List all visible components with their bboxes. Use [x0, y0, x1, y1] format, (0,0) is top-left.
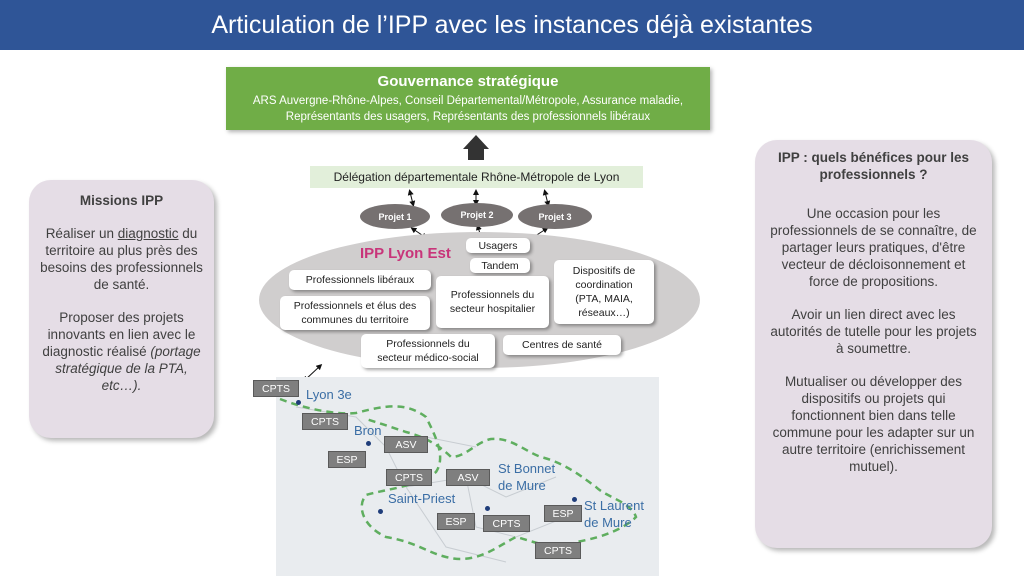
ipp-title: IPP Lyon Est: [360, 245, 451, 262]
benefits-paragraph-2: Avoir un lien direct avec les autorités …: [770, 307, 977, 356]
box-dispositifs-coordination: Dispositifs de coordination (PTA, MAIA, …: [554, 260, 654, 324]
missions-paragraph-1: Réaliser un diagnostic du territoire au …: [39, 225, 204, 293]
box-tandem: Tandem: [470, 258, 530, 273]
benefits-paragraph-1: Une occasion pour les professionnels de …: [770, 206, 977, 289]
tag-esp-st-laurent: ESP: [544, 505, 582, 522]
project-1-ellipse: Projet 1: [360, 204, 430, 229]
project-1-label: Projet 1: [378, 211, 412, 222]
city-saint-priest: Saint-Priest: [388, 491, 456, 506]
missions-p2-text: Proposer des projets innovants en lien a…: [42, 310, 196, 359]
missions-paragraph-2: Proposer des projets innovants en lien a…: [39, 309, 204, 394]
tag-asv-bron: ASV: [384, 436, 428, 453]
tag-asv-saint-priest: ASV: [446, 469, 490, 486]
lyon3-marker: [296, 400, 301, 405]
delegation-label: Délégation départementale Rhône-Métropol…: [333, 170, 620, 184]
delegation-box: Délégation départementale Rhône-Métropol…: [310, 166, 643, 188]
city-st-bonnet: St Bonnet de Mure: [498, 461, 556, 493]
benefits-title: IPP : quels bénéfices pour les professio…: [777, 150, 970, 182]
page-title: Articulation de l’IPP avec les instances…: [211, 10, 813, 39]
tag-cpts-st-laurent: CPTS: [535, 542, 581, 559]
tag-esp-bron: ESP: [328, 451, 366, 468]
box-professionnels-elus: Professionnels et élus des communes du t…: [280, 296, 430, 330]
missions-p1-suffix: du territoire au plus près des besoins d…: [40, 226, 203, 292]
missions-p1-prefix: Réaliser un: [45, 226, 118, 241]
territory-border: [279, 397, 638, 561]
city-st-laurent: St Laurent de Mure: [584, 498, 644, 530]
benefits-panel: IPP : quels bénéfices pour les professio…: [755, 140, 992, 548]
city-lyon3: Lyon 3e: [306, 387, 352, 402]
project-3-ellipse: Projet 3: [518, 204, 592, 229]
up-arrow-icon: [463, 135, 489, 160]
box-secteur-hospitalier: Professionnels du secteur hospitalier: [436, 276, 549, 328]
st-bonnet-marker: [485, 506, 490, 511]
benefits-paragraph-3: Mutualiser ou développer des dispositifs…: [772, 374, 975, 474]
box-medico-social: Professionnels du secteur médico-social: [361, 334, 495, 368]
tag-cpts-lyon3b: CPTS: [302, 413, 348, 430]
saint-priest-marker: [378, 509, 383, 514]
missions-title: Missions IPP: [79, 193, 164, 208]
missions-p1-underlined: diagnostic: [117, 226, 179, 241]
box-usagers: Usagers: [466, 238, 530, 253]
governance-title: Gouvernance stratégique: [377, 73, 559, 90]
tag-cpts-lyon3: CPTS: [253, 380, 299, 397]
box-centres-sante: Centres de santé: [503, 335, 621, 355]
governance-text: ARS Auvergne-Rhône-Alpes, Conseil Départ…: [252, 95, 684, 123]
project-3-label: Projet 3: [538, 211, 572, 222]
tag-cpts-saint-priest: CPTS: [386, 469, 432, 486]
project-2-label: Projet 2: [460, 210, 494, 220]
st-laurent-marker: [572, 497, 577, 502]
box-professionnels-liberaux: Professionnels libéraux: [289, 270, 431, 290]
tag-esp-saint-priest: ESP: [437, 513, 475, 530]
missions-p2-italic: (portage stratégique de la PTA, etc…).: [55, 344, 201, 393]
bron-marker: [366, 441, 371, 446]
missions-panel: Missions IPP Réaliser un diagnostic du t…: [29, 180, 214, 438]
governance-box: Gouvernance stratégique ARS Auvergne-Rhô…: [226, 67, 710, 130]
title-bar: Articulation de l’IPP avec les instances…: [0, 0, 1024, 50]
project-2-ellipse: Projet 2: [441, 203, 513, 227]
city-bron: Bron: [354, 423, 382, 438]
tag-cpts-st-bonnet: CPTS: [483, 515, 530, 532]
